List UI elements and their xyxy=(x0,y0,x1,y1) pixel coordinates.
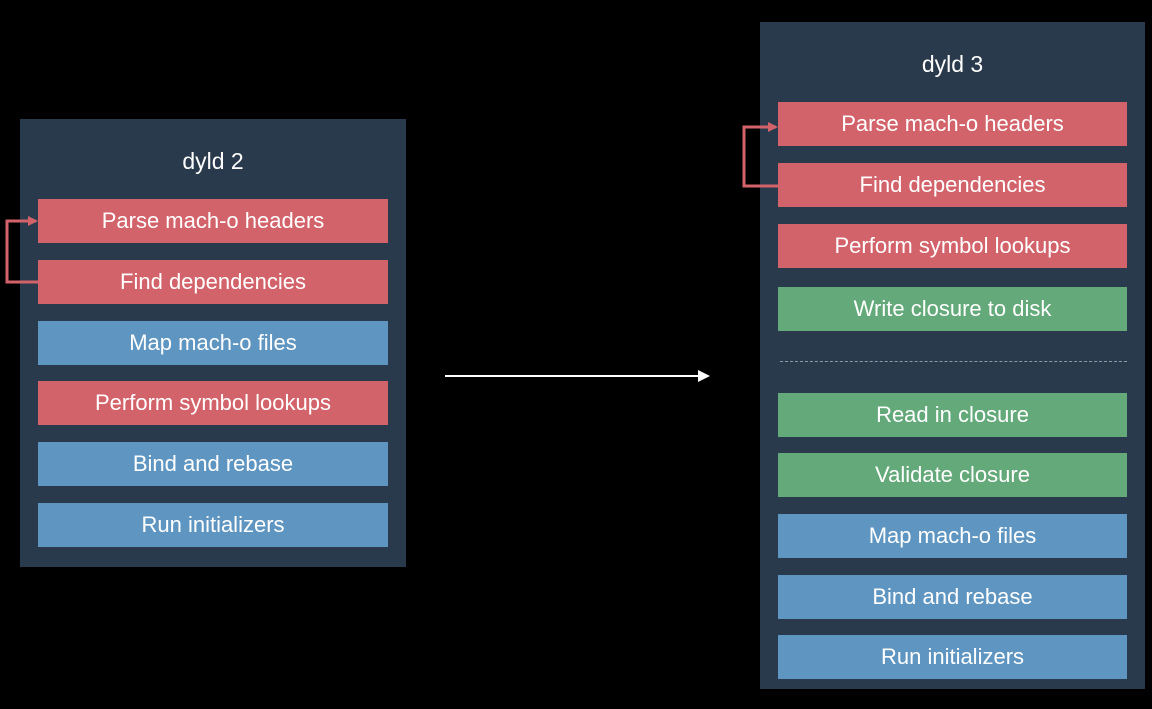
dyld3-panel: dyld 3 Parse mach-o headers Find depende… xyxy=(760,22,1145,689)
dyld2-step-find-dependencies: Find dependencies xyxy=(38,260,388,304)
dyld3-title: dyld 3 xyxy=(921,51,984,77)
dyld3-step-symbol-lookups: Perform symbol lookups xyxy=(778,224,1127,268)
dyld2-step-run-initializers: Run initializers xyxy=(38,503,388,547)
dyld3-step-run-initializers: Run initializers xyxy=(778,635,1127,679)
dyld3-step-bind-rebase: Bind and rebase xyxy=(778,575,1127,619)
dyld2-step-symbol-lookups: Perform symbol lookups xyxy=(38,381,388,425)
dyld2-step-bind-rebase: Bind and rebase xyxy=(38,442,388,486)
dyld2-step-parse-headers: Parse mach-o headers xyxy=(38,199,388,243)
dyld2-step-map-files: Map mach-o files xyxy=(38,321,388,365)
dyld3-step-parse-headers: Parse mach-o headers xyxy=(778,102,1127,146)
dyld2-panel: dyld 2 Parse mach-o headers Find depende… xyxy=(20,119,406,567)
dyld3-step-write-closure: Write closure to disk xyxy=(778,287,1127,331)
dyld2-title: dyld 2 xyxy=(182,148,244,174)
dyld3-step-read-closure: Read in closure xyxy=(778,393,1127,437)
dyld3-step-find-dependencies: Find dependencies xyxy=(778,163,1127,207)
dyld3-step-map-files: Map mach-o files xyxy=(778,514,1127,558)
dyld3-step-validate-closure: Validate closure xyxy=(778,453,1127,497)
dyld3-divider xyxy=(780,361,1127,362)
